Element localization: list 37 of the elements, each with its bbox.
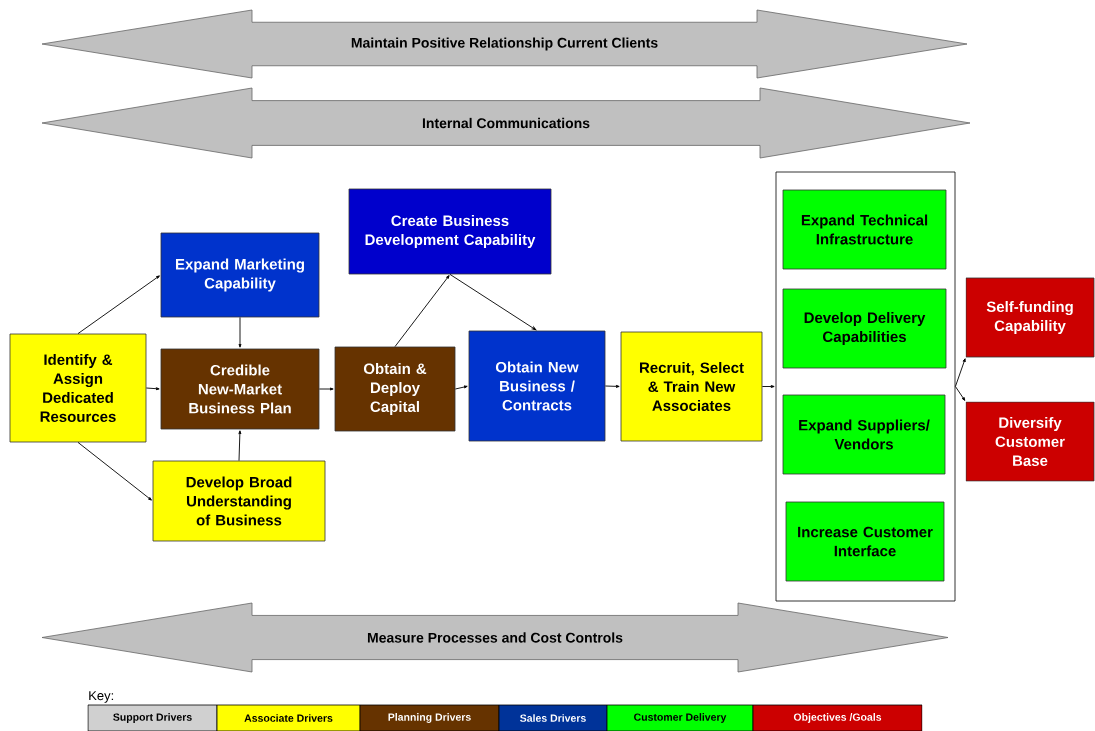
process-box: Increase Customer Interface <box>785 501 945 582</box>
process-box: Credible New-Market Business Plan <box>160 348 320 430</box>
arrow <box>954 386 966 401</box>
legend-cell: Sales Drivers <box>498 704 608 731</box>
process-box: Recruit, Select & Train New Associates <box>620 331 763 442</box>
arrow <box>394 275 450 348</box>
arrow <box>238 430 242 462</box>
process-box: Expand Suppliers/ Vendors <box>782 394 946 475</box>
process-box: Create Business Development Capability <box>348 188 552 275</box>
legend-cell: Objectives /Goals <box>752 704 923 731</box>
arrow <box>77 441 152 501</box>
arrow <box>454 385 468 390</box>
process-box: Obtain New Business / Contracts <box>468 330 606 442</box>
legend-cell: Customer Delivery <box>606 704 754 731</box>
arrow <box>238 316 242 348</box>
arrow <box>761 385 775 388</box>
process-box: Identify & Assign Dedicated Resources <box>9 333 147 443</box>
process-box: Obtain & Deploy Capital <box>334 346 456 432</box>
double-arrow-banner: Measure Processes and Cost Controls <box>41 602 949 673</box>
legend-cell: Support Drivers <box>87 704 218 731</box>
arrow <box>77 275 160 335</box>
key-label: Key: <box>89 691 114 703</box>
process-box: Expand Technical Infrastructure <box>782 189 947 270</box>
legend-cell: Planning Drivers <box>359 704 500 731</box>
arrow <box>954 358 966 387</box>
process-box: Self-funding Capability <box>965 277 1095 358</box>
process-box: Expand Marketing Capability <box>160 232 320 318</box>
arrow <box>604 384 620 388</box>
process-box: Develop Delivery Capabilities <box>782 288 947 369</box>
legend-cell: Associate Drivers <box>216 704 361 731</box>
double-arrow-banner: Internal Communications <box>41 87 971 159</box>
double-arrow-banner: Maintain Positive Relationship Current Clients <box>41 9 968 79</box>
arrow <box>449 273 537 331</box>
arrow <box>145 387 160 391</box>
process-box: Develop Broad Understanding of Business <box>152 460 326 542</box>
arrow <box>318 387 334 391</box>
process-box: Diversify Customer Base <box>965 401 1095 482</box>
